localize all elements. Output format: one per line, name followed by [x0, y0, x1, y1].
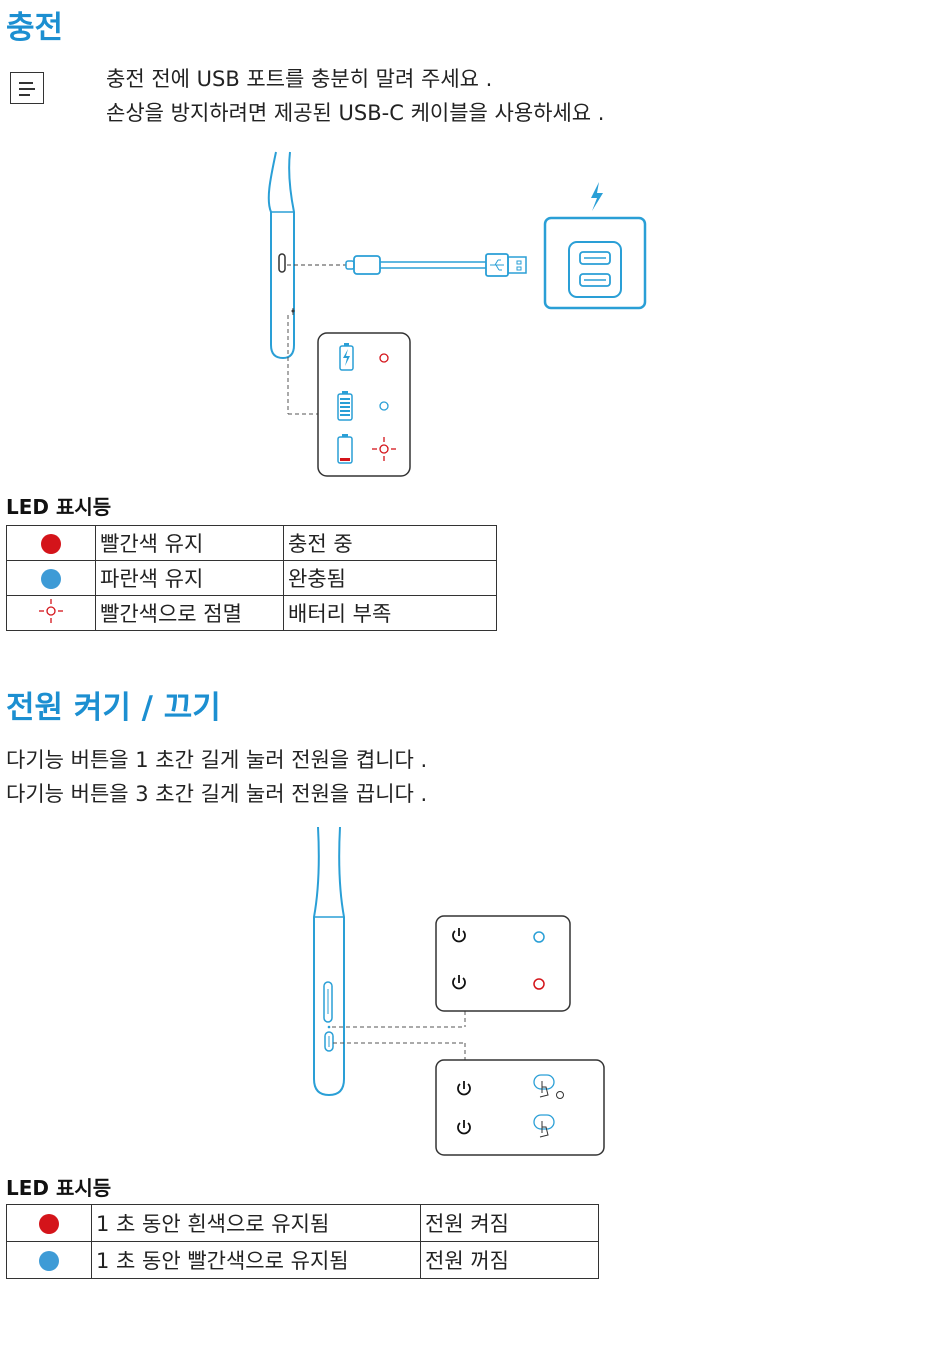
- power-title: 전원 켜기 / 끄기: [6, 682, 221, 727]
- power-led-table: 1 초 동안 흰색으로 유지됨 전원 켜짐 1 초 동안 빨간색으로 유지됨 전…: [6, 1204, 599, 1279]
- red-led-icon: [380, 354, 388, 362]
- table-row: 1 초 동안 흰색으로 유지됨 전원 켜짐: [7, 1205, 599, 1242]
- battery-charging-icon: [340, 343, 353, 370]
- power-icon: [453, 928, 465, 941]
- power-adapter: [545, 218, 645, 308]
- lightning-bolt-icon: [591, 182, 603, 211]
- neckband-body: [269, 152, 294, 358]
- table-row: 빨간색 유지 충전 중: [7, 526, 497, 561]
- blue-led-icon: [380, 402, 388, 410]
- charging-led-heading: LED 표시등: [6, 491, 111, 520]
- charging-note: 충전 전에 USB 포트를 충분히 말려 주세요 . 손상을 방지하려면 제공된…: [106, 62, 604, 130]
- red-blink-icon: [7, 596, 96, 631]
- instruction-line: 다기능 버튼을 1 초간 길게 눌러 전원을 켭니다 .: [6, 743, 427, 777]
- led-state: 빨간색으로 점멸: [96, 596, 284, 631]
- red-dot-icon: [7, 526, 96, 561]
- led-meaning: 완충됨: [284, 561, 497, 596]
- table-row: 빨간색으로 점멸 배터리 부족: [7, 596, 497, 631]
- led-state: 1 초 동안 빨간색으로 유지됨: [92, 1242, 421, 1279]
- led-meaning: 배터리 부족: [284, 596, 497, 631]
- neckband-body: [314, 827, 344, 1095]
- blue-led-icon: [534, 932, 544, 942]
- table-row: 1 초 동안 빨간색으로 유지됨 전원 꺼짐: [7, 1242, 599, 1279]
- usb-c-plug: [346, 261, 354, 269]
- power-led-panel: [436, 916, 570, 1011]
- press-icon: [534, 1115, 554, 1137]
- led-meaning: 충전 중: [284, 526, 497, 561]
- led-state: 1 초 동안 흰색으로 유지됨: [92, 1205, 421, 1242]
- led-state: 빨간색 유지: [96, 526, 284, 561]
- note-line: 충전 전에 USB 포트를 충분히 말려 주세요 .: [106, 62, 604, 96]
- led-state: 파란색 유지: [96, 561, 284, 596]
- red-dot-icon: [7, 1205, 92, 1242]
- blue-dot-icon: [7, 561, 96, 596]
- led-meaning: 전원 켜짐: [421, 1205, 599, 1242]
- power-illustration: [300, 825, 610, 1160]
- button-press-panel: [436, 1060, 604, 1155]
- power-icon: [453, 975, 465, 988]
- power-icon: [458, 1081, 470, 1094]
- usb-symbol-icon: [490, 260, 504, 270]
- blue-dot-icon: [7, 1242, 92, 1279]
- usb-c-port: [279, 254, 285, 272]
- red-led-icon: [534, 979, 544, 989]
- press-hold-icon: [534, 1075, 564, 1099]
- charging-led-table: 빨간색 유지 충전 중 파란색 유지 완충됨 빨간색으로 점멸 배터리 부족: [6, 525, 497, 631]
- charging-illustration: [260, 150, 660, 480]
- battery-full-icon: [338, 391, 352, 420]
- note-icon: [10, 72, 44, 104]
- charging-title: 충전: [6, 2, 63, 47]
- note-line: 손상을 방지하려면 제공된 USB-C 케이블을 사용하세요 .: [106, 96, 604, 130]
- power-instructions: 다기능 버튼을 1 초간 길게 눌러 전원을 켭니다 . 다기능 버튼을 3 초…: [6, 743, 427, 811]
- battery-status-panel: [318, 333, 410, 476]
- red-blink-icon: [372, 437, 396, 461]
- table-row: 파란색 유지 완충됨: [7, 561, 497, 596]
- battery-low-icon: [338, 434, 352, 463]
- power-led-heading: LED 표시등: [6, 1172, 111, 1201]
- instruction-line: 다기능 버튼을 3 초간 길게 눌러 전원을 끕니다 .: [6, 777, 427, 811]
- led-meaning: 전원 꺼짐: [421, 1242, 599, 1279]
- power-icon: [458, 1120, 470, 1133]
